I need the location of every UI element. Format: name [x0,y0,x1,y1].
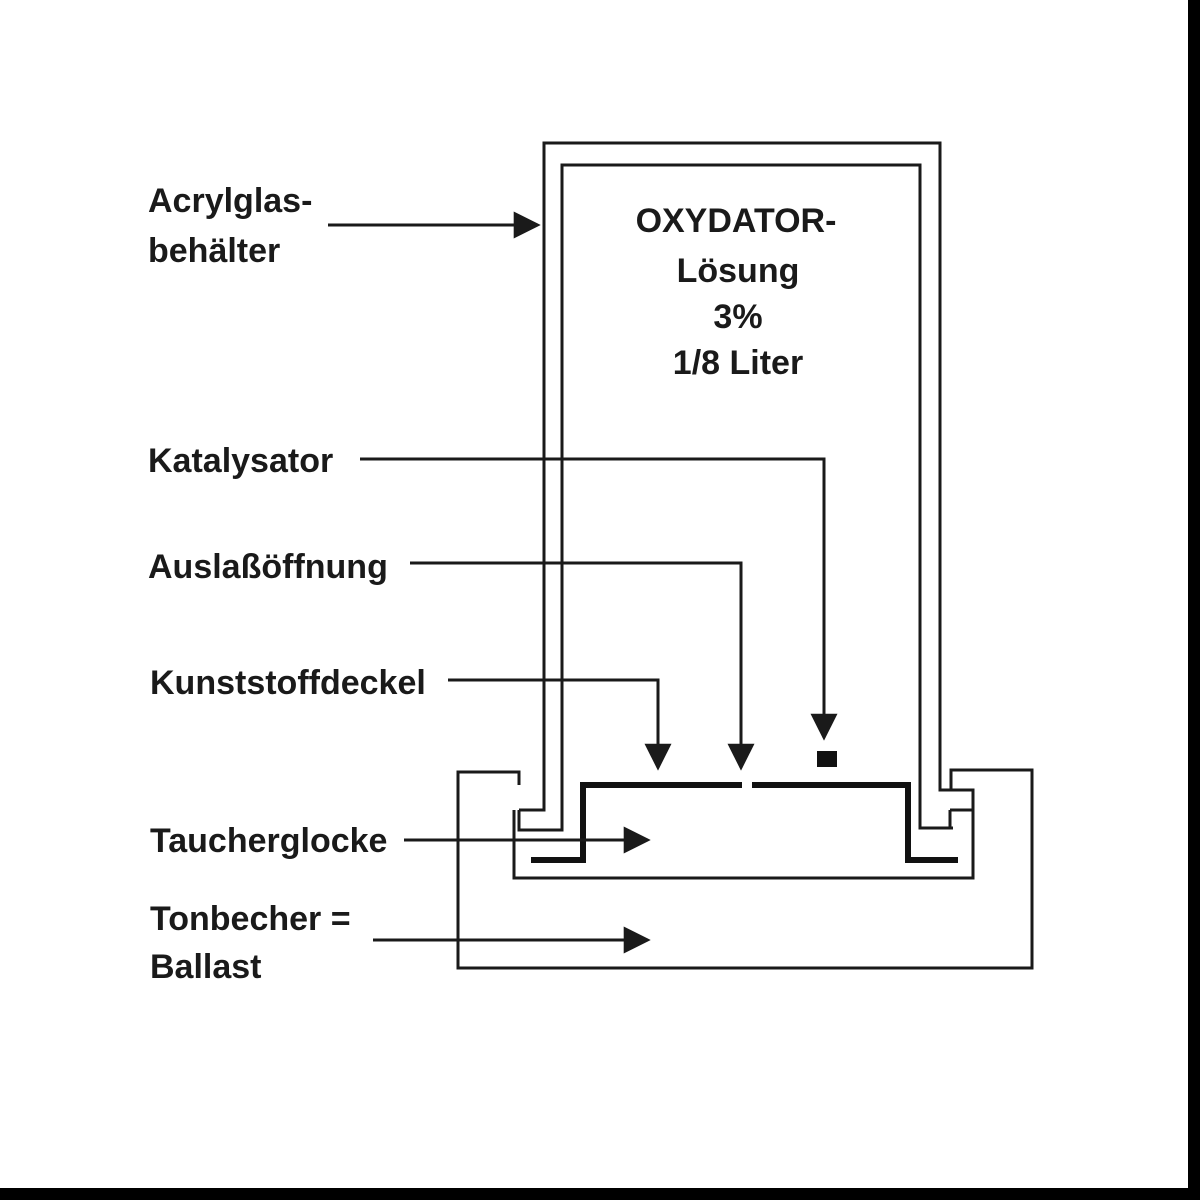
plastic-lid-right [752,782,958,863]
arrow-auslassoeffnung [410,561,755,771]
label-tonbecher-line2: Ballast [150,948,262,986]
acrylic-container-foot-right [948,810,953,830]
arrow-kunststoffdeckel [448,678,672,771]
label-tonbecher-line1: Tonbecher = [150,900,351,938]
arrow-katalysator [360,457,838,741]
container-text-line2: Lösung [677,252,800,290]
acrylic-container-foot-left [517,810,532,832]
container-text-line3: 3% [713,298,762,336]
label-auslassoeffnung: Auslaßöffnung [148,548,388,586]
plastic-lid-left [531,782,742,863]
container-text-line1: OXYDATOR- [636,202,837,240]
container-text-line4: 1/8 Liter [673,344,803,382]
label-katalysator: Katalysator [148,442,333,480]
acrylic-container-outer-wall [519,141,975,812]
label-acrylglas-line1: Acrylglas- [148,182,312,220]
label-kunststoffdeckel: Kunststoffdeckel [150,664,426,702]
clay-cup-basin [512,810,975,880]
catalyst-block [817,751,837,767]
label-taucherglocke: Taucherglocke [150,822,387,860]
acrylic-container-inner-wall [532,163,953,832]
clay-cup-outline [456,768,1034,970]
label-acrylglas-line2: behälter [148,232,280,270]
